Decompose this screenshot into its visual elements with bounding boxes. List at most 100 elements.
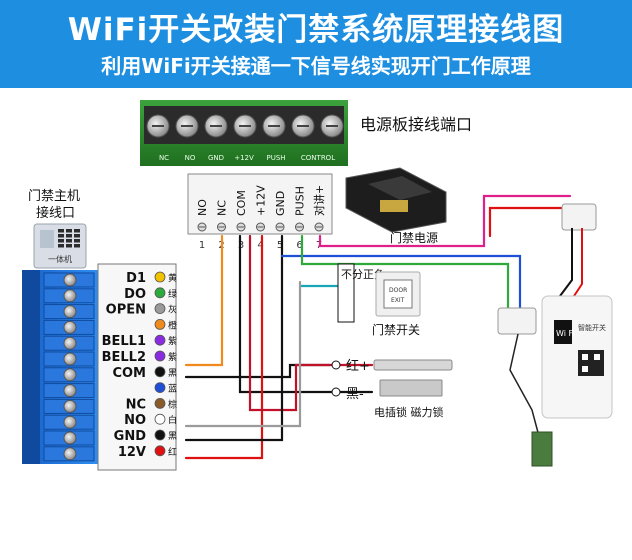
host-pin-label: D1: [126, 271, 146, 286]
wire-red-power: [488, 206, 586, 238]
top-connector: [561, 203, 597, 231]
wifi-brand: 智能开关: [578, 323, 606, 332]
keypad-key: [66, 244, 72, 248]
exit-button-face-line1: DOOR: [389, 287, 407, 294]
host-terminal-screw: [63, 352, 77, 366]
terminal-block-side: [22, 270, 40, 464]
host-terminal-screw: [63, 431, 77, 445]
host-terminal-block: [22, 270, 98, 464]
keypad-key: [58, 229, 64, 233]
keypad-device-label: 一体机: [48, 254, 72, 264]
host-pin-color-dot: [154, 413, 166, 425]
host-pin-label: NC: [126, 397, 146, 412]
page-title: WiFi开关改装门禁系统原理接线图: [67, 12, 565, 48]
lock-black-terminal: [331, 387, 341, 397]
keypad-key: [58, 244, 64, 248]
host-pin-color-dot: [154, 397, 166, 409]
wifi-logo-badge: [554, 320, 572, 344]
power-board-terminal-label: NO: [185, 154, 196, 162]
lock-red-terminal: [331, 360, 341, 370]
power-board-terminal-label: GND: [208, 154, 224, 162]
power-supply-terminal-number: 4: [257, 240, 263, 251]
exit-button-face-line2: EXIT: [391, 297, 405, 304]
lock-red-label: 红+: [346, 358, 370, 374]
exit-button-polarity-note: 不分正负: [341, 267, 385, 281]
power-supply-top: [368, 176, 432, 200]
power-supply-terminal-number: 1: [199, 240, 205, 251]
wire-red-lock: [248, 234, 374, 412]
power-board-terminal-label: NC: [159, 154, 169, 162]
host-pin-color-dot: [154, 350, 166, 362]
power-supply-terminal-label: 对讲+: [312, 185, 326, 216]
host-pin-color-name: 绿: [168, 288, 177, 300]
host-terminal-screw: [63, 415, 77, 429]
bolt-lock-body: [373, 359, 453, 371]
wire-blue-wifi: [280, 254, 522, 320]
wifi-connectors: [497, 203, 597, 335]
wifi-logo: Wi Fi: [556, 329, 575, 338]
host-terminal-screw: [63, 289, 77, 303]
host-pin-label: BELL2: [102, 350, 146, 365]
module-lead-red: [573, 228, 583, 297]
host-pin-label: NO: [124, 413, 146, 428]
power-board-terminal-label: PUSH: [266, 154, 285, 162]
electric-lock: 红+ 黑- 电插锁 磁力锁: [331, 358, 453, 419]
host-pin-color-name: 黑: [168, 368, 177, 379]
keypad-key: [66, 234, 72, 238]
power-supply-terminal-label: NC: [216, 200, 229, 216]
qr-mark: [582, 354, 588, 360]
host-pin-color-dot: [154, 382, 166, 394]
lock-black-label: 黑-: [346, 387, 364, 402]
host-pin-color-dot: [154, 334, 166, 346]
title-banner: WiFi开关改装门禁系统原理接线图 利用WiFi开关接通一下信号线实现开门工作原…: [0, 0, 632, 88]
power-supply-unit: 门禁电源: [345, 167, 447, 245]
power-board-terminal-label: +12V: [234, 154, 254, 162]
antenna-wire: [509, 333, 541, 441]
host-terminal-screw: [63, 320, 77, 334]
host-caption-line1: 门禁主机: [28, 189, 80, 204]
keypad-key: [74, 244, 80, 248]
host-pin-label: 12V: [118, 445, 146, 460]
host-pin-label: OPEN: [106, 303, 146, 318]
keypad-key: [74, 239, 80, 243]
keypad-key: [74, 234, 80, 238]
wire-black-com: [184, 363, 332, 379]
host-pin-color-dot: [154, 303, 166, 315]
keypad-card-area: [40, 230, 54, 248]
page-subtitle: 利用WiFi开关接通一下信号线实现开门工作原理: [101, 54, 531, 78]
host-caption-line2: 接线口: [36, 205, 75, 221]
exit-button-face: [383, 279, 413, 309]
power-supply-terminal-label: PUSH: [294, 186, 307, 216]
power-supply-terminal-number: 5: [277, 240, 283, 251]
wire-black-lock: [238, 234, 374, 394]
host-pin-color-name: 橙: [168, 319, 177, 331]
host-pin-color-name: 白: [168, 414, 177, 426]
wire-pink-power: [318, 194, 572, 248]
host-pin-color-name: 黄: [168, 272, 177, 284]
host-pin-label: DO: [124, 287, 146, 302]
host-terminal-screw: [63, 368, 77, 382]
host-terminal-screw: [63, 273, 77, 287]
power-supply-terminal-label: NO: [196, 199, 209, 216]
qr-mark: [594, 354, 600, 360]
wire-black-gnd: [184, 234, 284, 442]
host-pin-label: GND: [114, 429, 147, 444]
wifi-switch-module: Wi Fi 智能开关: [497, 203, 613, 467]
host-terminal-screw: [63, 305, 77, 319]
exit-button-wire-tag: [337, 263, 355, 323]
host-pin-color-name: 红: [168, 446, 177, 458]
side-connector: [497, 307, 537, 335]
magnetic-lock-body: [379, 379, 443, 397]
host-pin-color-dot: [154, 429, 166, 441]
module-lead-black: [559, 228, 573, 297]
keypad-key: [66, 229, 72, 233]
power-supply-terminal-number: 6: [296, 240, 302, 251]
power-supply-terminal-label: +12V: [255, 185, 268, 216]
host-pin-color-dot: [154, 271, 166, 283]
host-pin-color-dot: [154, 287, 166, 299]
power-board-terminal-label: CONTROL: [301, 154, 335, 162]
host-pin-color-name: 蓝: [168, 383, 177, 395]
host-pin-label: COM: [112, 366, 146, 381]
power-supply-terminal-label: COM: [235, 190, 248, 216]
